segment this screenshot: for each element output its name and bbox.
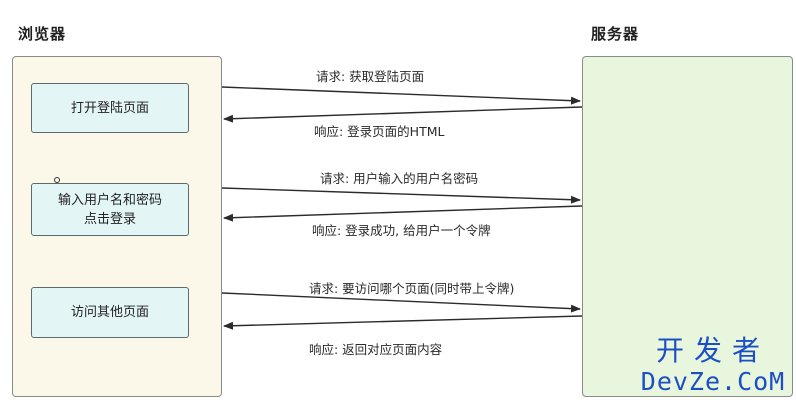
message-label: 请求: 要访问哪个页面(同时带上令牌): [309, 281, 515, 296]
message-label: 请求: 获取登陆页面: [316, 69, 425, 84]
step-box-line: 访问其他页面: [70, 305, 149, 320]
server-lane: [582, 56, 793, 397]
watermark-logo-text: 开发者: [655, 334, 770, 367]
message-label: 响应: 返回对应页面内容: [309, 342, 443, 357]
step-box-visit-other-pages: 访问其他页面: [31, 287, 189, 338]
step-box-enter-credentials: 输入用户名和密码 点击登录: [31, 183, 189, 236]
arrow-request-other-page: [221, 292, 581, 313]
browser-title: 浏览器: [18, 25, 67, 43]
message-label: 响应: 登录页面的HTML: [314, 124, 445, 139]
arrow-response-login-success: [223, 205, 583, 222]
arrow-response-page-content: [223, 315, 583, 330]
arrow-request-credentials: [221, 187, 581, 204]
step-box-line: 打开登陆页面: [70, 100, 149, 116]
watermark-logo-text: DevZe.CoM: [640, 367, 786, 396]
step-box-line: 点击登录: [83, 211, 136, 227]
arrow-response-login-html: [223, 106, 583, 123]
message-label: 请求: 用户输入的用户名密码: [320, 171, 479, 186]
mouse-cursor-icon: [54, 177, 60, 183]
message-label: 响应: 登录成功, 给用户一个令牌: [312, 223, 491, 238]
arrow-request-get-login-page: [221, 86, 581, 105]
server-title: 服务器: [591, 25, 640, 43]
step-box-open-login-page: 打开登陆页面: [31, 83, 189, 133]
step-box-line: 输入用户名和密码: [57, 192, 162, 208]
